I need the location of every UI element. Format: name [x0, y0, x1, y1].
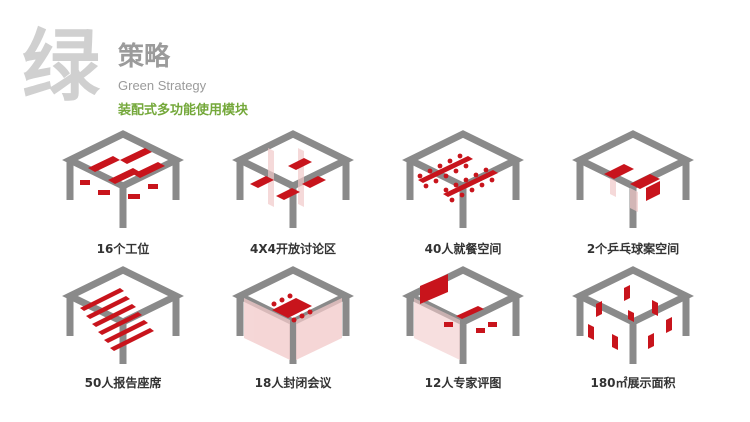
caption-workstations: 16个工位 — [96, 242, 150, 256]
page-subtitle: 装配式多功能使用模块 — [118, 103, 249, 118]
caption-dining: 40人就餐空间 — [424, 242, 502, 256]
ping-pong-icon — [572, 130, 694, 228]
page-title: 策略 — [118, 42, 171, 72]
logo-char: 绿 — [22, 22, 100, 112]
caption-closed-meeting: 18人封闭会议 — [254, 376, 332, 390]
module-expert-review — [398, 264, 528, 374]
module-workstations — [58, 128, 188, 238]
dining-icon — [402, 130, 524, 228]
module-closed-meeting — [228, 264, 358, 374]
module-ping-pong — [568, 128, 698, 238]
page-title-english: Green Strategy — [118, 78, 207, 93]
module-lecture-seating — [58, 264, 188, 374]
expert-review-icon — [402, 266, 524, 364]
module-open-discussion — [228, 128, 358, 238]
module-dining — [398, 128, 528, 238]
caption-expert-review: 12人专家评图 — [424, 376, 502, 390]
caption-open-discussion: 4X4开放讨论区 — [250, 242, 336, 256]
caption-lecture-seating: 50人报告座席 — [84, 376, 162, 390]
workstations-icon — [62, 130, 184, 228]
lecture-seating-icon — [62, 266, 184, 364]
caption-exhibition: 180㎡展示面积 — [590, 376, 676, 390]
exhibition-icon — [572, 266, 694, 364]
module-exhibition — [568, 264, 698, 374]
caption-ping-pong: 2个乒乓球案空间 — [586, 242, 680, 256]
open-discussion-icon — [232, 130, 354, 228]
closed-meeting-icon — [232, 266, 354, 364]
